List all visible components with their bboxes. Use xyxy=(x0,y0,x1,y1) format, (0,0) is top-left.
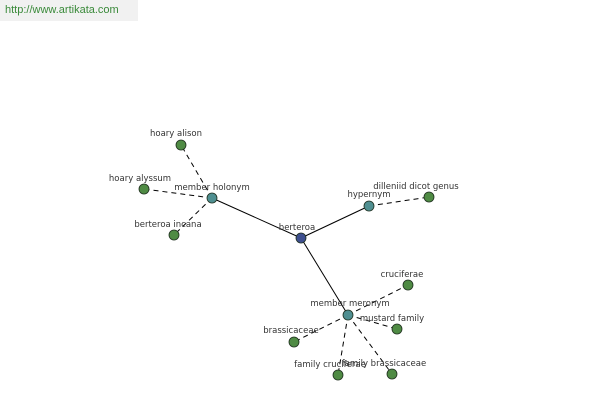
node-berteroa-incana[interactable] xyxy=(168,229,180,241)
edge-member-meronym-to-family-brassicaceae xyxy=(347,314,393,375)
edge-berteroa-to-member-meronym xyxy=(300,237,349,316)
nodes-layer xyxy=(138,139,435,381)
label-hoary-alyssum: hoary alyssum xyxy=(109,174,171,184)
site-url-link[interactable]: http://www.artikata.com xyxy=(0,0,138,21)
edge-hypernym-to-dilleniid-dicot-genus xyxy=(368,196,430,207)
edge-member-meronym-to-family-cruciferae xyxy=(337,314,349,376)
label-hypernym: hypernym xyxy=(347,190,390,200)
node-hypernym[interactable] xyxy=(363,200,375,212)
node-cruciferae[interactable] xyxy=(402,279,414,291)
label-hoary-alison: hoary alison xyxy=(150,129,202,139)
label-family-cruciferae: family cruciferae xyxy=(294,360,366,370)
edges-layer xyxy=(143,144,430,376)
label-member-holonym: member holonym xyxy=(174,183,249,193)
label-berteroa-incana: berteroa incana xyxy=(134,220,201,230)
node-hoary-alison[interactable] xyxy=(175,139,187,151)
edge-berteroa-to-member-holonym xyxy=(211,197,302,239)
edge-member-holonym-to-hoary-alyssum xyxy=(143,188,213,199)
labels-layer: berteroa member holonym hypernym member mer… xyxy=(109,129,459,370)
node-member-meronym[interactable] xyxy=(342,309,354,321)
node-mustard-family[interactable] xyxy=(391,323,403,335)
node-member-holonym[interactable] xyxy=(206,192,218,204)
label-family-brassicaceae: family brassicaceae xyxy=(342,359,426,369)
node-dilleniid-dicot-genus[interactable] xyxy=(423,191,435,203)
node-berteroa[interactable] xyxy=(295,232,307,244)
edge-member-meronym-to-brassicaceae xyxy=(293,314,349,343)
edge-berteroa-to-hypernym xyxy=(300,205,370,239)
node-brassicaceae[interactable] xyxy=(288,336,300,348)
node-family-cruciferae[interactable] xyxy=(332,369,344,381)
edge-member-meronym-to-cruciferae xyxy=(347,284,409,316)
label-member-meronym: member meronym xyxy=(310,299,389,309)
node-family-brassicaceae[interactable] xyxy=(386,368,398,380)
edge-member-holonym-to-hoary-alison xyxy=(180,144,213,199)
label-brassicaceae: brassicaceae xyxy=(263,326,319,336)
label-mustard-family: mustard family xyxy=(360,314,424,324)
label-dilleniid-dicot-genus: dilleniid dicot genus xyxy=(373,182,459,192)
label-cruciferae: cruciferae xyxy=(381,270,424,280)
label-berteroa: berteroa xyxy=(279,223,315,233)
node-hoary-alyssum[interactable] xyxy=(138,183,150,195)
